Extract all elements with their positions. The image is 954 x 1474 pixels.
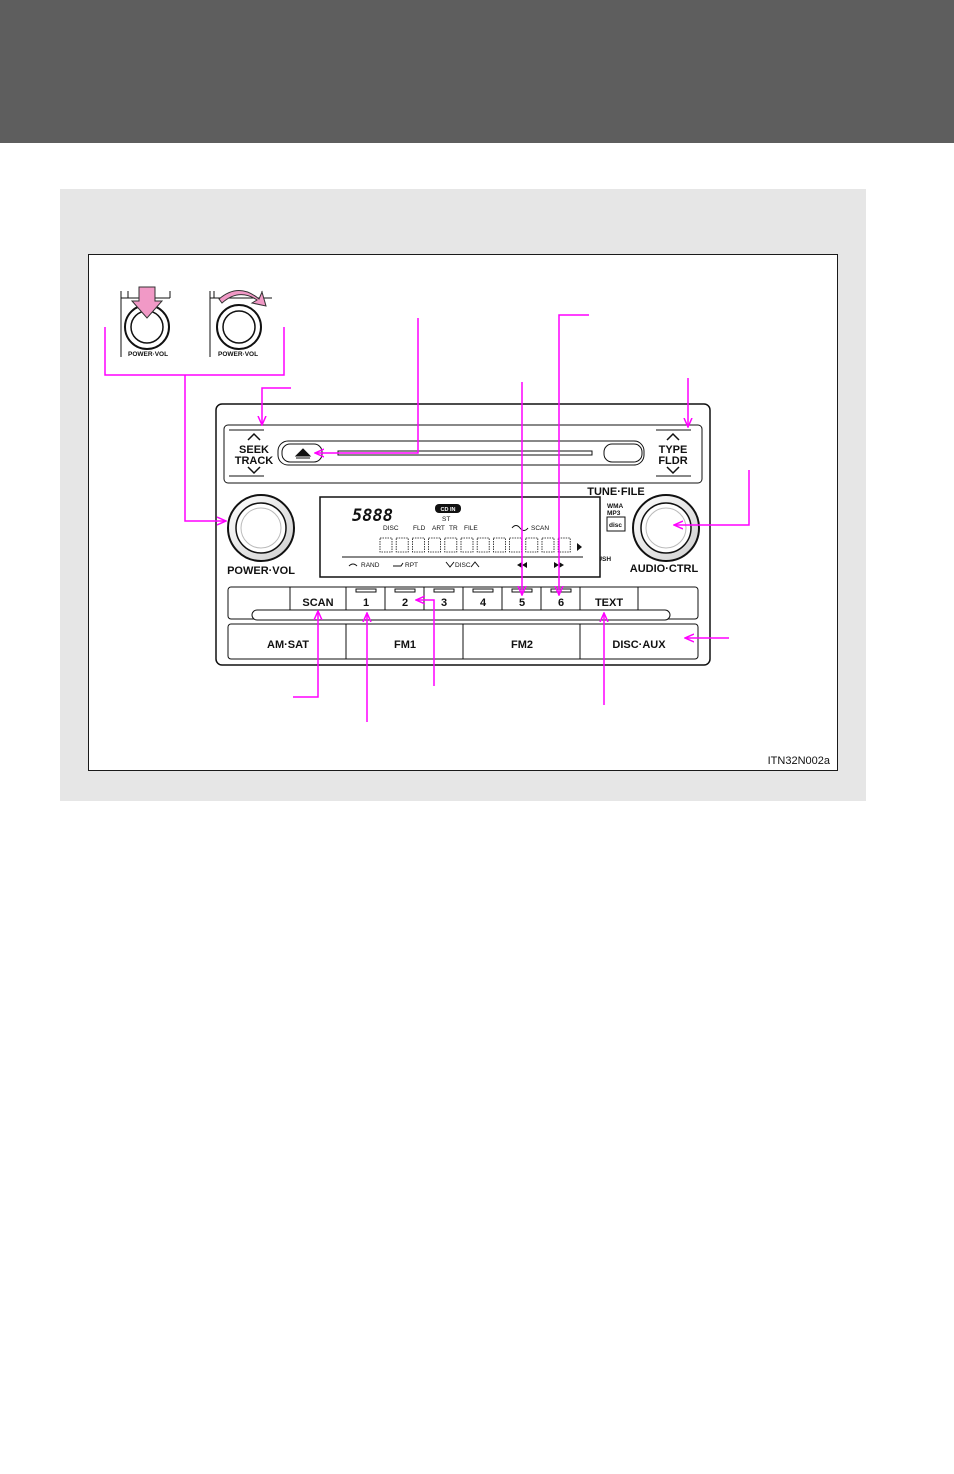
callout-preset-2 (417, 600, 435, 686)
compact-disc-logo-icon (606, 516, 626, 532)
rpt-symbol-icon (393, 562, 404, 567)
cd-in-label: CD IN (441, 507, 456, 513)
scroll-right-icon (577, 543, 582, 551)
dot-matrix-cell (411, 537, 425, 553)
preset-indicator (355, 588, 377, 593)
preset-label: 2 (402, 597, 408, 609)
band-button-fm2[interactable]: FM2 (511, 639, 533, 651)
dot-matrix-cell (476, 537, 490, 553)
preset-button-4[interactable]: 4 (472, 588, 494, 609)
scan-button[interactable]: SCAN (302, 597, 333, 609)
inset-knob-label: POWER·VOL (128, 351, 168, 358)
art-label: ART (432, 525, 445, 532)
type-fldr-button[interactable]: TYPE FLDR (656, 429, 691, 477)
band-button-disc-aux[interactable]: DISC·AUX (612, 639, 666, 651)
dot-matrix-cell (379, 537, 393, 553)
callout-eject (316, 318, 419, 453)
dot-matrix-cell (492, 537, 506, 553)
seek-label: SEEK (239, 444, 269, 456)
file-label: FILE (464, 525, 478, 532)
band-buttons: AM·SAT FM1 FM2 DISC·AUX (267, 639, 666, 651)
scan-symbol-icon (511, 525, 529, 531)
preset-label: 5 (519, 597, 525, 609)
dot-matrix-cell (444, 537, 458, 553)
dot-matrix-cell (557, 537, 571, 553)
lcd-display: 5888 CD IN ST DISC FLD ART TR FILE SCAN … (319, 496, 601, 578)
type-label: TYPE (659, 444, 688, 456)
figure-code: ITN32N002a (768, 755, 831, 767)
callout-power-vol-bracket (104, 327, 285, 376)
tune-file-label: TUNE·FILE (587, 486, 644, 498)
inset-turn-knob: POWER·VOL (209, 290, 272, 358)
preset-indicator (550, 588, 572, 593)
dot-matrix-cell (525, 537, 539, 553)
preset-label: 3 (441, 597, 447, 609)
dot-matrix-cell (428, 537, 442, 553)
band-button-label: DISC·AUX (612, 639, 666, 651)
callout-tune-file (675, 470, 750, 525)
disc-logo-label: disc (609, 522, 622, 529)
dot-matrix-cell (395, 537, 409, 553)
fld-label: FLD (413, 525, 426, 532)
scan-indicator-label: SCAN (531, 525, 549, 532)
st-label: ST (442, 516, 450, 523)
audio-ctrl-label: AUDIO·CTRL (630, 563, 699, 575)
push-down-arrow-icon (130, 286, 164, 319)
band-button-label: FM2 (511, 639, 533, 651)
preset-indicator (394, 588, 416, 593)
tr-label: TR (449, 525, 458, 532)
callout-lines (104, 314, 750, 722)
dot-matrix-cell (460, 537, 474, 553)
wma-label: WMA (607, 503, 624, 510)
seek-track-button[interactable]: SEEK TRACK (229, 429, 274, 477)
preset-button-2[interactable]: 2 (394, 588, 416, 609)
preset-label: 6 (558, 597, 564, 609)
callout-scan (293, 612, 318, 698)
callout-power-vol (184, 375, 225, 521)
power-vol-knob[interactable] (227, 494, 295, 562)
text-button[interactable]: TEXT (595, 597, 623, 609)
radio-head-unit: SEEK TRACK TYPE FLDR POWER·VOL TUNE·FI (215, 403, 711, 666)
dot-matrix-cell (509, 537, 523, 553)
rand-label: RAND (361, 562, 380, 569)
disc-down-icon (445, 561, 455, 568)
segment-digits: 5888 (352, 506, 393, 526)
preset-label: 4 (480, 597, 487, 609)
preset-indicator (433, 588, 455, 593)
preset-button-3[interactable]: 3 (433, 588, 455, 609)
dot-matrix-text-area (379, 537, 571, 553)
preset-indicator (472, 588, 494, 593)
callout-preset-6 (559, 314, 589, 594)
inset-push-knob: POWER·VOL (120, 286, 171, 358)
track-label: TRACK (235, 455, 274, 467)
cd-in-badge (435, 504, 461, 513)
scan-button-label: SCAN (302, 597, 333, 609)
inset-knob-label-2: POWER·VOL (218, 351, 258, 358)
preset-label: 1 (363, 597, 369, 609)
callout-seek-track (262, 387, 291, 424)
rand-symbol-icon (348, 563, 358, 567)
push-label: PUSH (593, 556, 611, 563)
power-vol-label: POWER·VOL (227, 565, 295, 577)
mp3-label: MP3 (607, 510, 621, 517)
preset-button-1[interactable]: 1 (355, 588, 377, 609)
dot-matrix-cell (541, 537, 555, 553)
rotate-arrow-icon (218, 290, 267, 307)
disc-up-icon (470, 561, 480, 568)
disc-updown-label: DISC (455, 562, 471, 569)
disc-label: DISC (383, 525, 399, 532)
text-button-label: TEXT (595, 597, 623, 609)
rpt-label: RPT (405, 562, 418, 569)
band-button-label: AM·SAT (267, 639, 309, 651)
band-button-fm1[interactable]: FM1 (394, 639, 416, 651)
preset-buttons: 1 2 3 4 5 6 (355, 588, 572, 609)
band-button-label: FM1 (394, 639, 416, 651)
band-button-am-sat[interactable]: AM·SAT (267, 639, 309, 651)
header-band (0, 0, 954, 143)
fldr-label: FLDR (658, 455, 687, 467)
eject-icon (294, 448, 312, 459)
tune-file-knob[interactable] (632, 494, 700, 562)
